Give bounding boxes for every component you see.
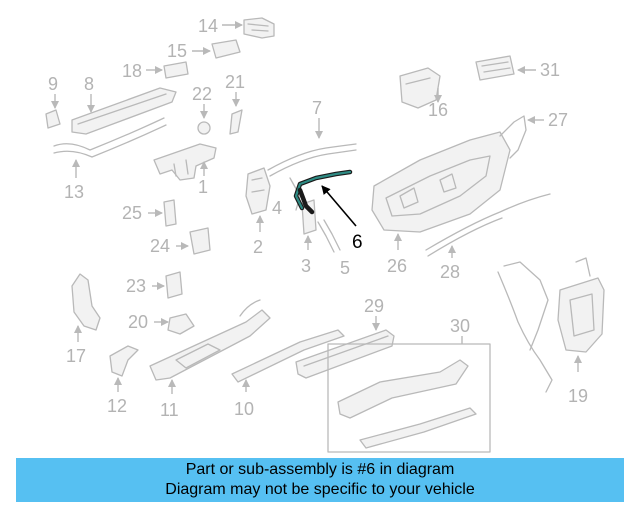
part-29[interactable]: 29 [295, 296, 395, 379]
callout-6: 6 [352, 232, 363, 253]
callout-8: 8 [84, 74, 94, 94]
callout-21: 21 [225, 72, 245, 92]
callout-22: 22 [192, 84, 212, 104]
banner-line-1: Part or sub-assembly is #6 in diagram [185, 461, 455, 478]
part-17[interactable]: 17 [66, 273, 101, 366]
callout-20: 20 [128, 312, 148, 332]
callout-11: 11 [160, 400, 179, 420]
part-2[interactable]: 2 [245, 167, 271, 257]
part-15[interactable]: 15 [167, 39, 241, 61]
part-5[interactable]: 5 [317, 219, 350, 278]
callout-12: 12 [107, 396, 127, 416]
banner-line-2: Diagram may not be specific to your vehi… [165, 481, 475, 498]
part-27[interactable]: 27 [499, 110, 568, 159]
callout-30: 30 [450, 316, 470, 336]
part-7[interactable]: 7 [267, 98, 357, 177]
callout-10: 10 [234, 399, 254, 419]
part-16[interactable]: 16 [399, 67, 448, 120]
parts-diagram: 14 15 18 9 8 13 22 21 [45, 16, 605, 453]
part-23[interactable]: 23 [126, 271, 183, 299]
callout-19: 19 [568, 386, 588, 406]
callout-18: 18 [122, 61, 142, 81]
part-19[interactable]: 19 [497, 257, 605, 406]
part-6-highlighted[interactable]: 6 [293, 169, 363, 253]
part-22[interactable]: 22 [192, 84, 212, 135]
callout-26: 26 [387, 256, 407, 276]
part-1[interactable]: 1 [153, 143, 217, 197]
callout-24: 24 [150, 236, 170, 256]
callout-13: 13 [64, 182, 84, 202]
callout-4: 4 [272, 198, 282, 218]
callout-28: 28 [440, 262, 460, 282]
part-14[interactable]: 14 [198, 16, 275, 39]
callout-1: 1 [198, 177, 208, 197]
callout-14: 14 [198, 16, 218, 36]
callout-25: 25 [122, 203, 142, 223]
part-25[interactable]: 25 [122, 199, 177, 227]
part-18[interactable]: 18 [122, 61, 189, 81]
part-8[interactable]: 8 [71, 74, 177, 135]
callout-23: 23 [126, 276, 146, 296]
callout-27: 27 [548, 110, 568, 130]
part-28[interactable]: 28 [425, 193, 551, 282]
part-26[interactable]: 26 [371, 131, 511, 276]
part-9[interactable]: 9 [45, 74, 61, 129]
callout-9: 9 [48, 74, 58, 94]
part-30[interactable]: 30 [327, 316, 491, 453]
info-banner: Part or sub-assembly is #6 in diagram Di… [16, 458, 624, 502]
callout-16: 16 [428, 100, 448, 120]
callout-2: 2 [253, 237, 263, 257]
part-13[interactable]: 13 [53, 117, 167, 202]
callout-29: 29 [364, 296, 384, 316]
callout-3: 3 [301, 256, 311, 276]
callout-17: 17 [66, 346, 86, 366]
part-20[interactable]: 20 [128, 312, 195, 335]
part-24[interactable]: 24 [150, 227, 211, 256]
callout-7: 7 [312, 98, 322, 118]
callout-31: 31 [540, 60, 560, 80]
part-11[interactable]: 11 [149, 299, 271, 420]
part-31[interactable]: 31 [475, 55, 560, 81]
callout-5: 5 [340, 258, 350, 278]
part-12[interactable]: 12 [107, 345, 139, 416]
part-21[interactable]: 21 [225, 72, 245, 135]
part-10[interactable]: 10 [231, 329, 345, 419]
callout-15: 15 [167, 41, 187, 61]
